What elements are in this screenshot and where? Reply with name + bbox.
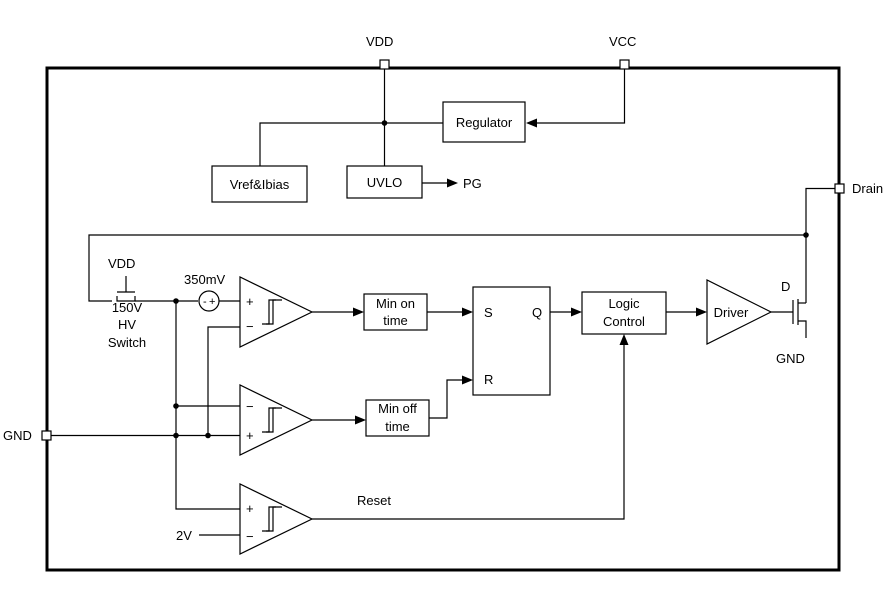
vref-ibias-label: Vref&Ibias bbox=[230, 177, 290, 192]
ic-boundary bbox=[45, 66, 841, 572]
gnd-pin bbox=[41, 430, 52, 441]
mosfet-source-lead bbox=[798, 320, 807, 338]
logic-control-block bbox=[581, 291, 667, 335]
flipflop-r: R bbox=[484, 372, 493, 387]
reset-label: Reset bbox=[357, 493, 391, 508]
vcc-pin bbox=[619, 59, 630, 70]
set-input-arrow bbox=[462, 307, 473, 317]
logic-input-arrow bbox=[571, 307, 582, 317]
comp2-hysteresis-b bbox=[266, 407, 282, 433]
mosfet-drain-label: D bbox=[781, 279, 790, 294]
comp2-plus: + bbox=[246, 428, 254, 443]
logic-label-2: Control bbox=[603, 314, 645, 329]
pg-arrow bbox=[447, 178, 458, 188]
hv-switch-vdd-label: VDD bbox=[108, 256, 135, 271]
hv-switch-label-2: HV bbox=[118, 317, 136, 332]
offset-source-minus: - bbox=[203, 296, 207, 308]
drain-sense-wire bbox=[88, 234, 806, 302]
comp1-minus: − bbox=[246, 319, 254, 334]
vref-ibias-block bbox=[211, 165, 308, 203]
drain-pin bbox=[834, 183, 845, 194]
regulator-input-arrow bbox=[526, 118, 537, 128]
min-off-label-1: Min off bbox=[378, 401, 417, 416]
min-on-label-2: time bbox=[383, 313, 408, 328]
pg-label: PG bbox=[463, 176, 482, 191]
drain-wire bbox=[805, 187, 835, 303]
offset-source-plus: + bbox=[209, 296, 215, 308]
comparator-2 bbox=[239, 384, 314, 456]
uvlo-block bbox=[346, 165, 423, 199]
comp2-minus: − bbox=[246, 399, 254, 414]
gnd-to-comp1-minus-wire bbox=[207, 326, 240, 436]
hv-switch-label-1: 150V bbox=[112, 300, 143, 315]
comparator-1 bbox=[239, 276, 314, 348]
drain-pin-label: Drain bbox=[852, 181, 883, 196]
driver-input-arrow bbox=[696, 307, 707, 317]
comp1-plus: + bbox=[246, 294, 254, 309]
flipflop-s: S bbox=[484, 305, 493, 320]
comparator-3 bbox=[239, 483, 314, 555]
hv-switch-channel bbox=[116, 296, 136, 302]
driver-block bbox=[706, 279, 773, 345]
reset-arrow bbox=[619, 334, 629, 345]
mosfet-gnd-label: GND bbox=[776, 351, 805, 366]
sr-flipflop bbox=[472, 286, 551, 396]
gnd-pin-label: GND bbox=[3, 428, 32, 443]
reset-wire bbox=[312, 342, 625, 520]
vdd-pin bbox=[379, 59, 390, 70]
min-off-label-2: time bbox=[385, 419, 410, 434]
vcc-pin-label: VCC bbox=[609, 34, 636, 49]
comp3-plus: + bbox=[246, 501, 254, 516]
minon-input-arrow bbox=[353, 307, 364, 317]
vcc-to-regulator-wire bbox=[536, 69, 626, 124]
regulator-label: Regulator bbox=[456, 115, 513, 130]
vdd-to-vref-wire bbox=[259, 122, 385, 166]
comp3-hysteresis-b bbox=[266, 506, 282, 532]
offset-voltage-label: 350mV bbox=[184, 272, 226, 287]
logic-label-1: Logic bbox=[608, 296, 640, 311]
comp3-minus: − bbox=[246, 529, 254, 544]
minoff-to-reset-wire bbox=[429, 379, 463, 419]
comp1-hysteresis-b bbox=[266, 299, 282, 325]
hv-switch-label-3: Switch bbox=[108, 335, 146, 350]
vdd-pin-label: VDD bbox=[366, 34, 393, 49]
sense-bus-wire bbox=[175, 301, 240, 510]
reference-2v-label: 2V bbox=[176, 528, 192, 543]
driver-label: Driver bbox=[714, 305, 749, 320]
minoff-input-arrow bbox=[355, 415, 366, 425]
uvlo-label: UVLO bbox=[367, 175, 402, 190]
min-on-label-1: Min on bbox=[376, 296, 415, 311]
reset-input-arrow bbox=[462, 375, 473, 385]
regulator-block bbox=[442, 101, 526, 143]
flipflop-q: Q bbox=[532, 305, 542, 320]
gnd-bus-cross-dot bbox=[173, 432, 179, 439]
